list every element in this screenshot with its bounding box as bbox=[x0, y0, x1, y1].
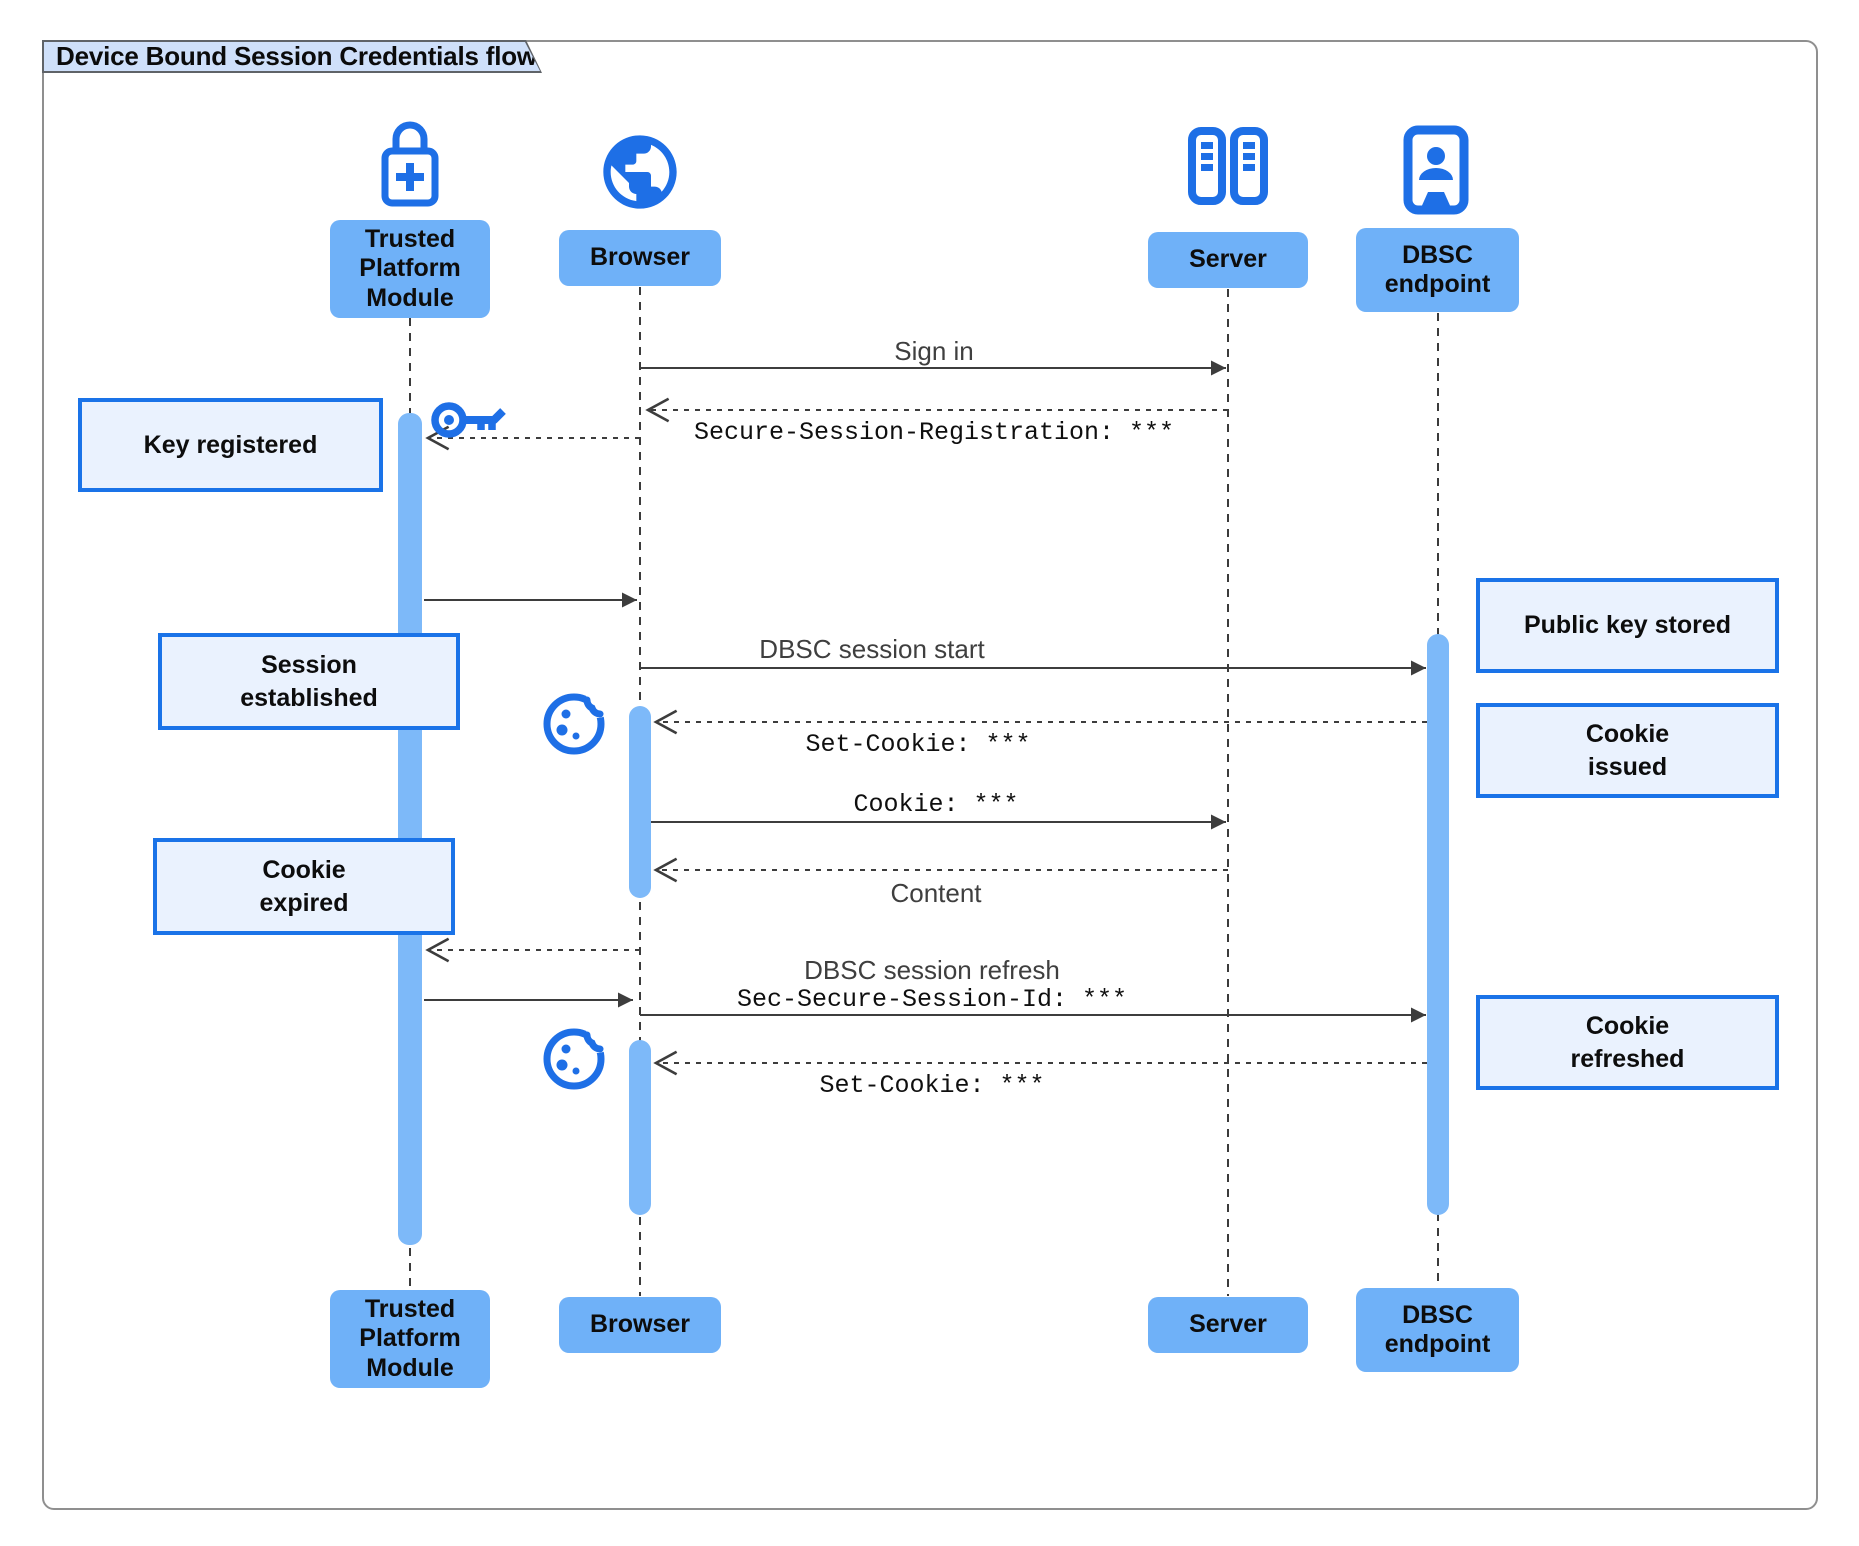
note-session-established: Session established bbox=[158, 633, 460, 730]
activation-bar-browser-2 bbox=[629, 1040, 651, 1215]
participant-server-top: Server bbox=[1148, 232, 1308, 288]
participant-dbsc-bottom: DBSC endpoint bbox=[1356, 1288, 1519, 1372]
message-dbsc-session-refresh: DBSC session refresh bbox=[804, 955, 1060, 985]
message-sec-secure-session-id: Sec-Secure-Session-Id: *** bbox=[736, 985, 1128, 1014]
server-racks-icon bbox=[1184, 126, 1272, 211]
message-cookie: Cookie: *** bbox=[853, 790, 1019, 819]
activation-bar-dbsc bbox=[1427, 634, 1449, 1215]
lock-plus-icon bbox=[378, 116, 442, 219]
activation-bar-tpm bbox=[398, 413, 422, 1245]
note-cookie-expired: Cookie expired bbox=[153, 838, 455, 935]
note-public-key-stored: Public key stored bbox=[1476, 578, 1779, 673]
participant-tpm-bottom: Trusted Platform Module bbox=[330, 1290, 490, 1388]
message-set-cookie-1: Set-Cookie: *** bbox=[805, 730, 1031, 759]
message-sign-in: Sign in bbox=[894, 336, 974, 366]
message-content: Content bbox=[890, 878, 982, 908]
person-endpoint-icon bbox=[1402, 124, 1470, 221]
diagram-title-tab: Device Bound Session Credentials flow bbox=[42, 40, 542, 73]
activation-bar-browser-1 bbox=[629, 706, 651, 898]
message-dbsc-session-start: DBSC session start bbox=[759, 634, 985, 664]
cookie-icon bbox=[540, 1025, 612, 1098]
participant-browser-top: Browser bbox=[559, 230, 721, 286]
participant-tpm-top: Trusted Platform Module bbox=[330, 220, 490, 318]
note-cookie-issued: Cookie issued bbox=[1476, 703, 1779, 798]
key-icon bbox=[428, 390, 510, 453]
note-cookie-refreshed: Cookie refreshed bbox=[1476, 995, 1779, 1090]
message-secure-session-registration: Secure-Session-Registration: *** bbox=[693, 418, 1175, 447]
note-key-registered: Key registered bbox=[78, 398, 383, 492]
diagram-title: Device Bound Session Credentials flow bbox=[56, 41, 537, 71]
participant-dbsc-top: DBSC endpoint bbox=[1356, 228, 1519, 312]
participant-server-bottom: Server bbox=[1148, 1297, 1308, 1353]
participant-browser-bottom: Browser bbox=[559, 1297, 721, 1353]
globe-icon bbox=[596, 128, 684, 221]
diagram-border bbox=[42, 40, 1818, 1510]
cookie-icon bbox=[540, 690, 612, 763]
message-set-cookie-2: Set-Cookie: *** bbox=[819, 1071, 1045, 1100]
